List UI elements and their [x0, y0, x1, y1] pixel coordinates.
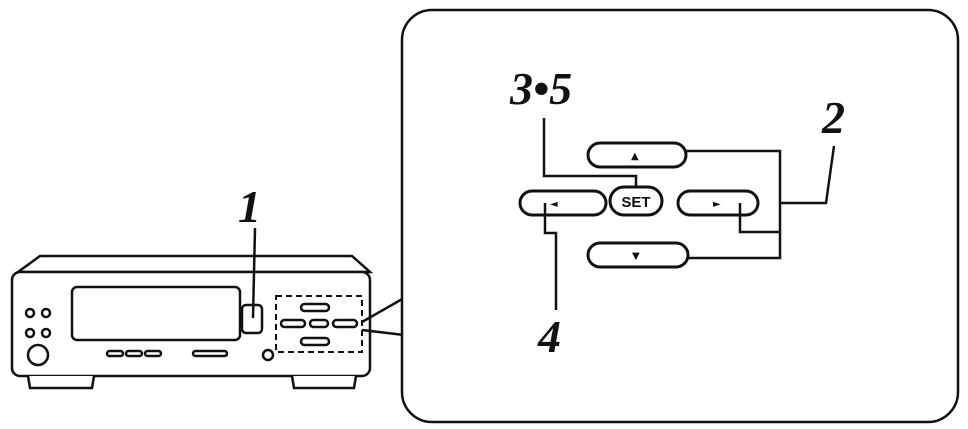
leader-lines: [542, 118, 836, 310]
device: [10, 254, 374, 390]
zoom-line-upper: [361, 296, 405, 324]
device-control-cluster-outline: [275, 295, 363, 353]
zoom-line-lower: [361, 328, 405, 337]
device-jack: [261, 348, 275, 362]
down-button: ▼: [586, 241, 690, 269]
leader-3-5: [542, 118, 638, 187]
callout-1: 1: [238, 181, 261, 232]
device-display: [70, 285, 242, 342]
device-display-btn-4: [191, 349, 229, 358]
device-mini-right: [331, 318, 359, 329]
leader-2-right: [738, 203, 780, 234]
set-button: SET: [608, 185, 664, 217]
device-knob-2: [40, 307, 52, 319]
device-top: [14, 254, 374, 274]
right-button: ►: [676, 189, 760, 217]
callout-4: 4: [537, 311, 561, 362]
leader-2-main: [780, 145, 836, 205]
device-front: [10, 270, 372, 378]
down-arrow-icon: ▼: [632, 251, 640, 262]
zoom-panel: [400, 8, 960, 424]
leader-4: [543, 203, 558, 310]
device-knob-4: [40, 327, 52, 339]
device-foot-right: [290, 375, 358, 390]
device-knob-3: [24, 327, 36, 339]
callout-2: 2: [821, 92, 845, 143]
callout-3-5: 3•5: [509, 63, 572, 114]
device-display-btn-3: [143, 349, 163, 358]
leader-1: [251, 227, 257, 319]
device-display-btn-2: [124, 349, 144, 358]
device-mini-set: [308, 318, 330, 329]
device-button-1: [240, 303, 264, 335]
device-display-btn-1: [105, 349, 125, 358]
up-arrow-icon: ▲: [631, 151, 639, 162]
right-arrow-icon: ►: [713, 199, 721, 210]
leader-2-up: [686, 149, 782, 260]
device-power-button: [26, 343, 50, 367]
left-button: ◄: [518, 189, 608, 217]
up-button: ▲: [586, 141, 688, 169]
device-mini-up: [299, 302, 331, 313]
device-mini-down: [299, 336, 331, 347]
device-knob-1: [24, 307, 36, 319]
set-button-label: SET: [621, 194, 650, 211]
device-mini-left: [279, 318, 307, 329]
device-foot-left: [26, 375, 96, 390]
left-arrow-icon: ◄: [550, 199, 558, 210]
